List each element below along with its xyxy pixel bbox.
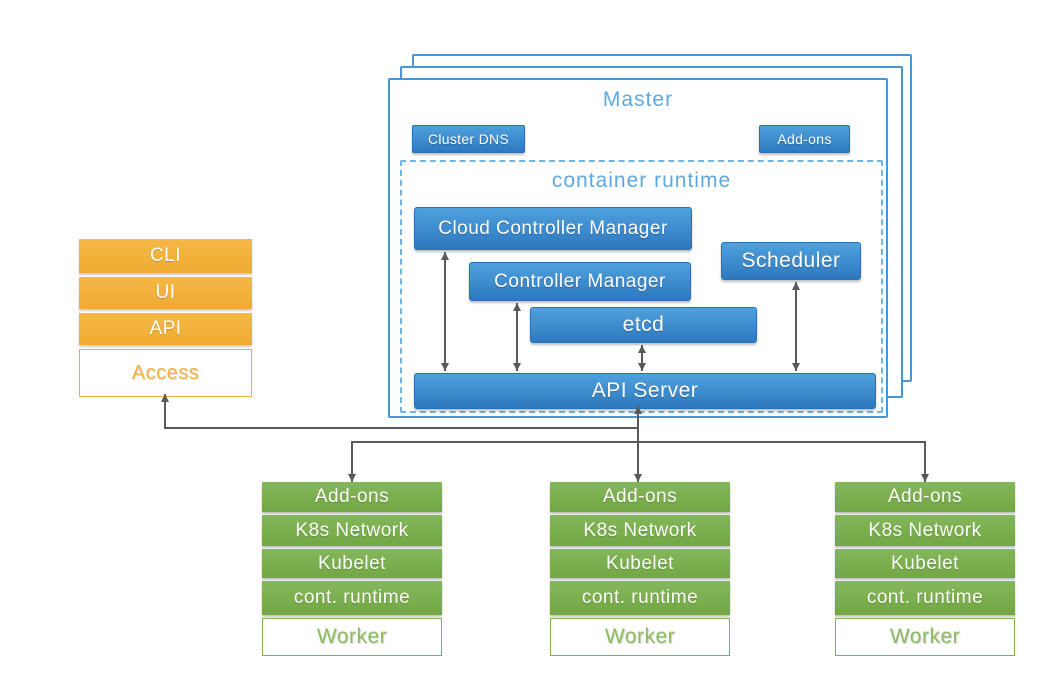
worker2-layer-kubelet: Kubelet: [550, 549, 730, 578]
arrowhead-down-icon: [792, 363, 800, 371]
arrowhead-up-icon: [792, 282, 800, 290]
controller-manager-box: Controller Manager: [469, 262, 691, 301]
addons-badge: Add-ons: [759, 125, 850, 153]
worker3-layer-cont-runtime: cont. runtime: [835, 581, 1015, 615]
access-layer-api: API: [79, 313, 252, 345]
worker-node-3: Add-ons K8s Network Kubelet cont. runtim…: [835, 482, 1015, 656]
arrowhead-up-icon: [513, 303, 521, 311]
arrowhead-up-icon: [441, 252, 449, 260]
arrowhead-down-icon: [634, 474, 642, 482]
etcd-box: etcd: [530, 307, 757, 343]
arrow-scheduler-api-server: [792, 282, 800, 371]
arrowhead-down-icon: [348, 474, 356, 482]
arrow-to-worker-1: [348, 441, 356, 482]
cluster-dns-badge: Cluster DNS: [412, 125, 525, 153]
arrowhead-up-icon: [161, 394, 169, 402]
worker2-layer-cont-runtime: cont. runtime: [550, 581, 730, 615]
connector-api-server-access: [164, 427, 639, 429]
worker-node-1: Add-ons K8s Network Kubelet cont. runtim…: [262, 482, 442, 656]
worker2-layer-k8s-network: K8s Network: [550, 515, 730, 546]
worker3-layer-kubelet: Kubelet: [835, 549, 1015, 578]
arrow-etcd-api-server: [638, 345, 646, 371]
access-layer-cli: CLI: [79, 239, 252, 273]
access-label: Access: [79, 349, 252, 397]
arrow-to-worker-3: [921, 441, 929, 482]
arrowhead-up-icon: [634, 406, 642, 414]
master-box: Master Cluster DNS Add-ons container run…: [388, 78, 888, 418]
arrowhead-down-icon: [921, 474, 929, 482]
arrow-cloud-controller-manager-api-server: [441, 252, 449, 371]
worker2-label: Worker: [550, 618, 730, 656]
worker2-layer-addons: Add-ons: [550, 482, 730, 512]
arrowhead-down-icon: [441, 363, 449, 371]
worker3-layer-addons: Add-ons: [835, 482, 1015, 512]
worker-node-2: Add-ons K8s Network Kubelet cont. runtim…: [550, 482, 730, 656]
worker1-layer-k8s-network: K8s Network: [262, 515, 442, 546]
arrowhead-down-icon: [513, 363, 521, 371]
api-server-box: API Server: [414, 373, 876, 409]
worker1-layer-kubelet: Kubelet: [262, 549, 442, 578]
container-runtime-title: container runtime: [551, 169, 732, 192]
arrow-api-server-worker-2: [634, 406, 642, 482]
access-panel: CLI UI API Access: [79, 239, 252, 397]
connector-api-server-workers: [351, 441, 926, 443]
arrow-controller-manager-api-server: [513, 303, 521, 371]
worker1-label: Worker: [262, 618, 442, 656]
worker3-label: Worker: [835, 618, 1015, 656]
access-layer-ui: UI: [79, 277, 252, 309]
arrowhead-down-icon: [638, 363, 646, 371]
worker1-layer-cont-runtime: cont. runtime: [262, 581, 442, 615]
arrowhead-up-icon: [638, 345, 646, 353]
container-runtime-box: container runtime Cloud Controller Manag…: [400, 160, 883, 413]
master-title: Master: [602, 88, 674, 111]
cloud-controller-manager-box: Cloud Controller Manager: [414, 207, 692, 250]
arrow-to-access: [161, 394, 169, 429]
scheduler-box: Scheduler: [721, 242, 861, 280]
worker3-layer-k8s-network: K8s Network: [835, 515, 1015, 546]
worker1-layer-addons: Add-ons: [262, 482, 442, 512]
